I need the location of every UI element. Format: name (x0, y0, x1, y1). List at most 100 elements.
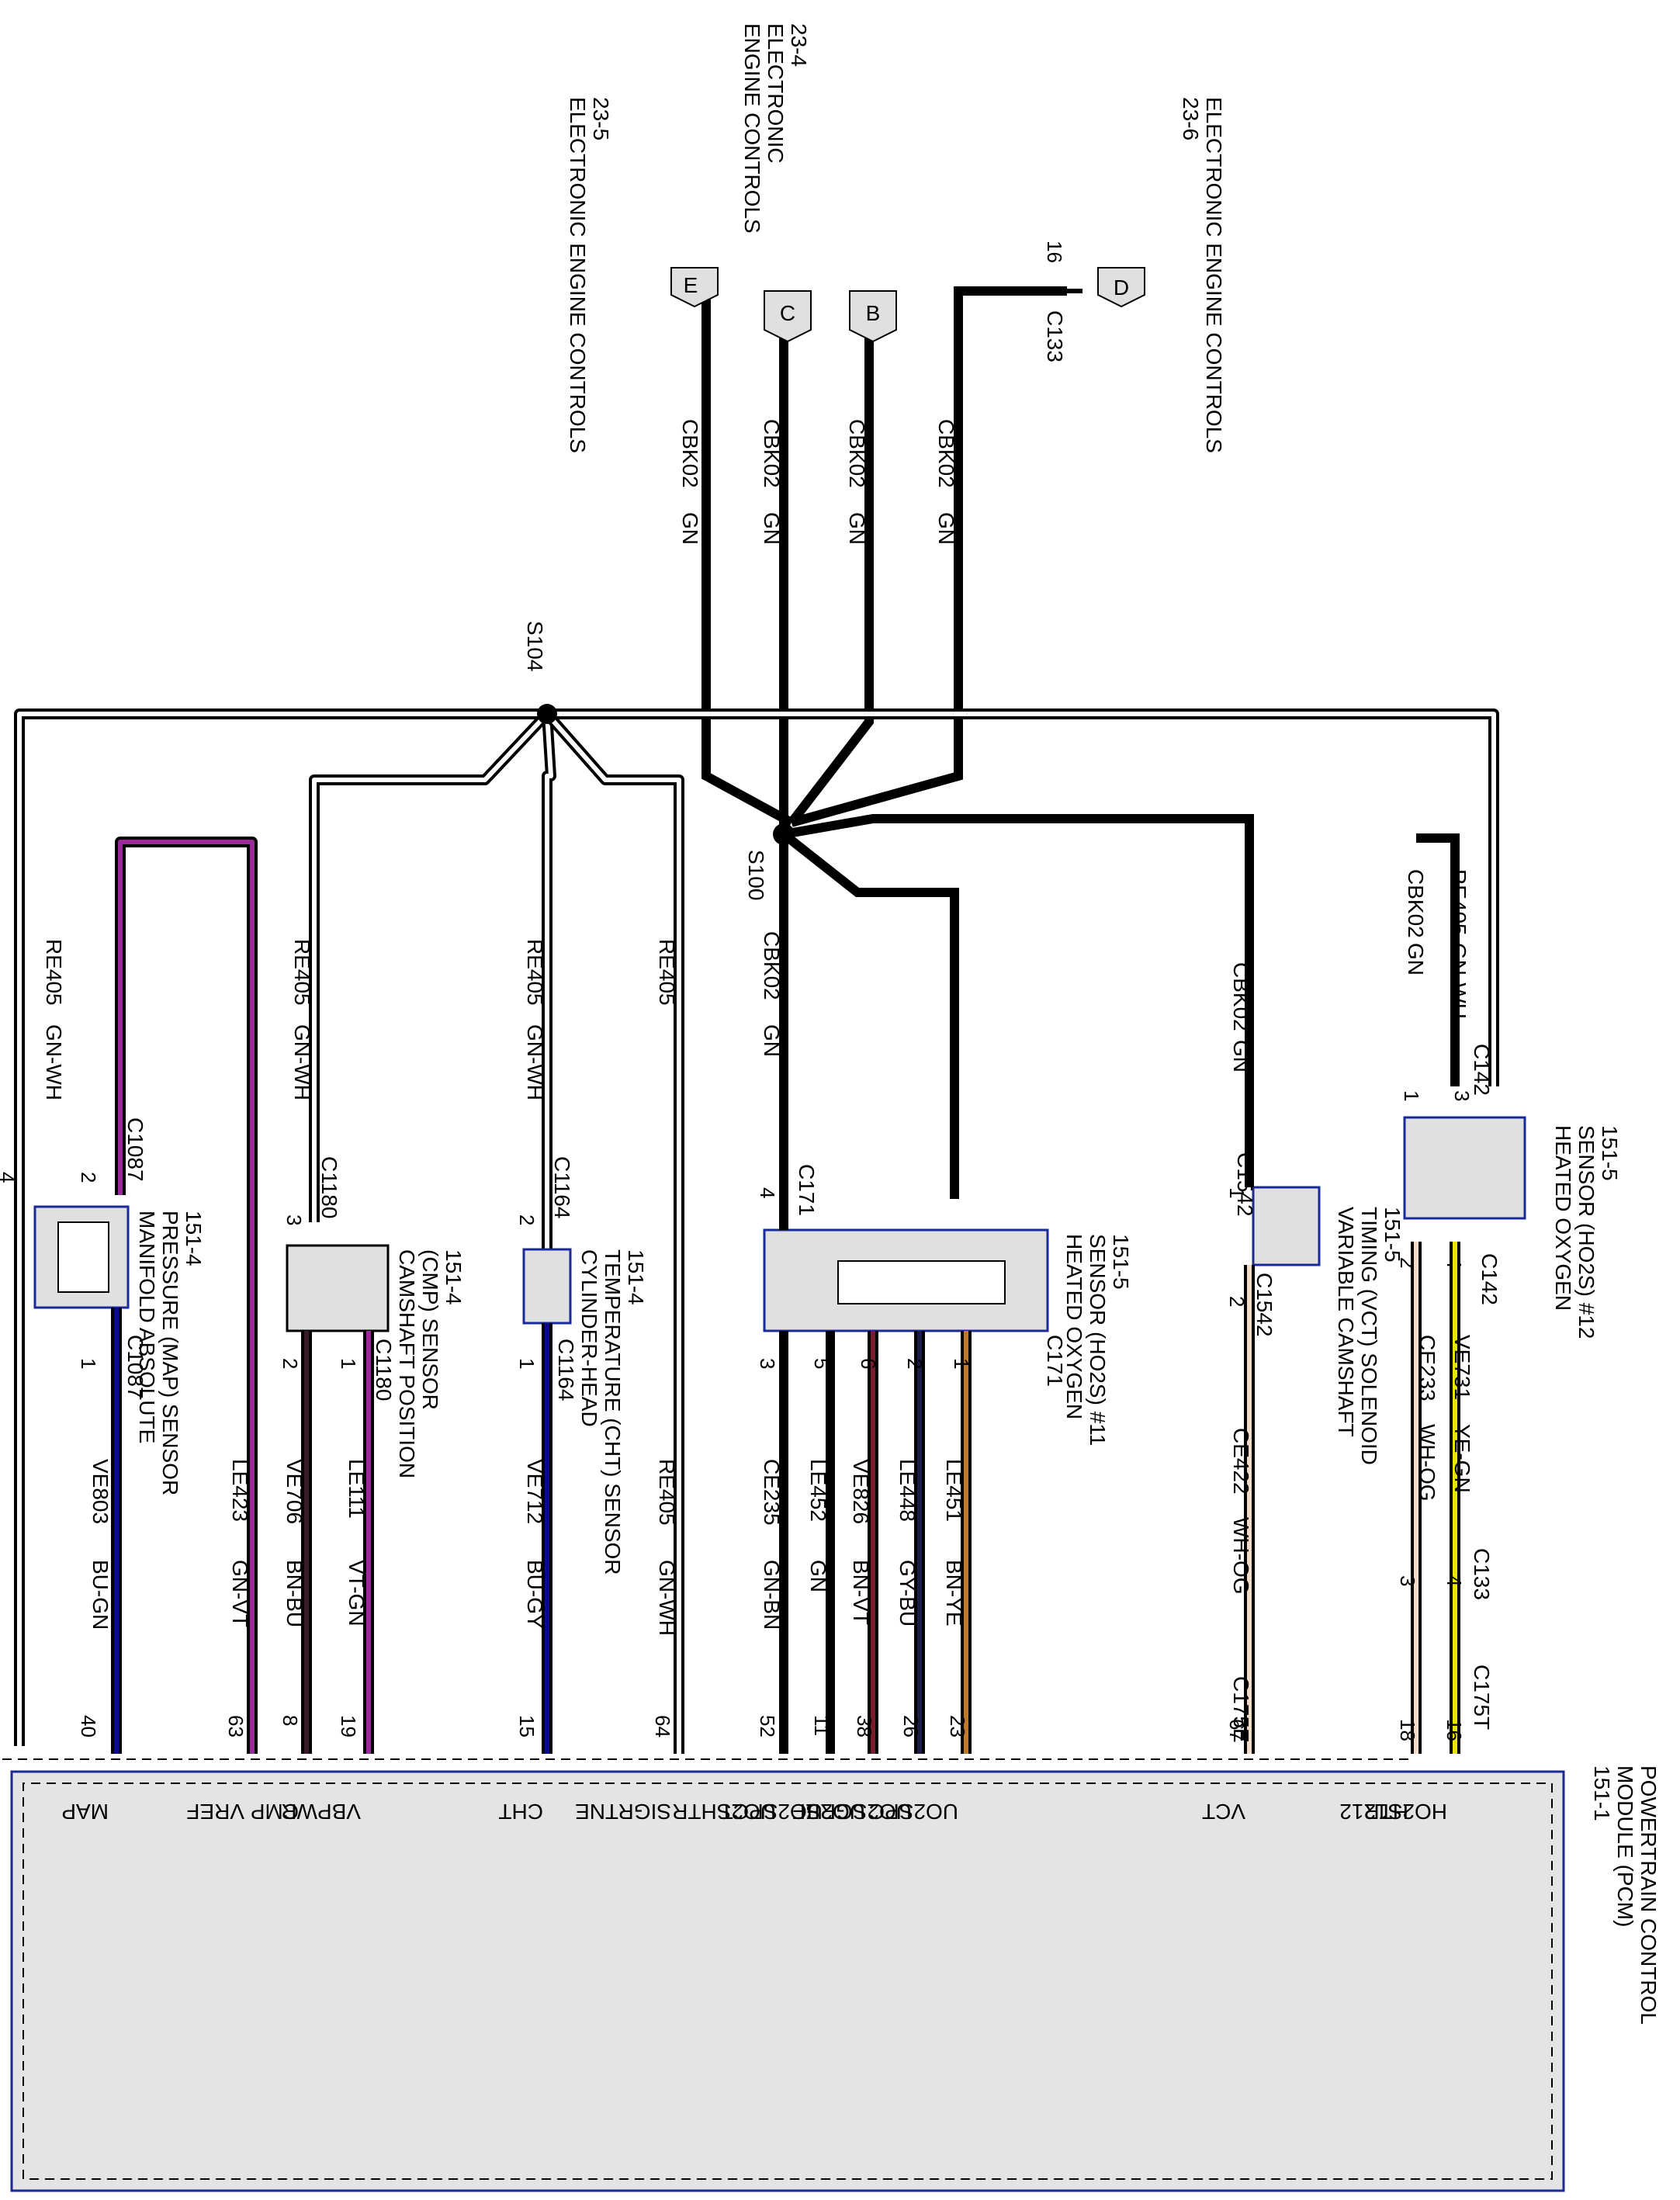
cht-title-1: CYLINDER-HEAD (577, 1249, 601, 1427)
ho2s12-sensor: HEATED OXYGEN SENSOR (HO2S) #12 151-5 (1403, 833, 1622, 1339)
source-connector-e: E (670, 267, 719, 308)
ho2s12-ye-color: YE-GN (1450, 1424, 1474, 1493)
e-source-title: ELECTRONIC ENGINE CONTROLS (566, 97, 590, 453)
cht-pin-2: 2 (515, 1214, 539, 1225)
ho2s12-pin-3: 3 (1450, 1090, 1474, 1101)
connector-e-label: E (684, 273, 698, 297)
ho2s11-pin-2: 2 (903, 1358, 927, 1369)
ho2s11-gnd-color: GN (760, 1024, 784, 1057)
map-out-color: BU-GN (88, 1560, 113, 1630)
wire-d-id: CBK02 (934, 419, 958, 488)
cmp-in-color: GN-WH (290, 1024, 314, 1100)
pcm-pin-23: 23 (946, 1715, 969, 1737)
c133-top-pin: 16 (1043, 241, 1066, 263)
ho2s12-c142-in: C142 (1470, 1044, 1494, 1096)
sigrtne-wire-id: RE405 (655, 1459, 679, 1526)
map-c1087-in: C1087 (123, 1117, 147, 1182)
pcm-pin-19: 19 (337, 1715, 360, 1737)
ho2s11-w4-id: LE448 (895, 1459, 920, 1522)
source-connector-c: C (764, 290, 812, 343)
ho2s11-w2-id: LE452 (806, 1459, 830, 1522)
pcm-pin-15: 15 (515, 1715, 539, 1737)
cmp-pin-2: 2 (279, 1358, 302, 1369)
ground-wires-top (701, 284, 1082, 834)
cmp-in-id: RE405 (290, 939, 314, 1006)
s100-splice-icon (773, 823, 795, 845)
s100-label: S100 (744, 850, 768, 900)
connector-b-label: B (866, 301, 881, 325)
ho2s11-title-2: SENSOR (HO2S) #11 (1086, 1234, 1110, 1446)
pcm-signal-uo2sgref: UO2SGREF (792, 1800, 912, 1824)
cmp-title-1: CAMSHAFT POSITION (395, 1249, 419, 1478)
vct-gnd-id: CBK02 (1229, 962, 1253, 1031)
pcm-pin-18: 18 (1396, 1719, 1419, 1741)
pcm-signal-vct: VCT (1202, 1800, 1245, 1824)
cht-c1164-out: C1164 (554, 1339, 578, 1401)
ho2s11-w1-id: CE235 (760, 1459, 784, 1526)
cmp-c1180-out: C1180 (372, 1339, 396, 1401)
d-source-title: ELECTRONIC ENGINE CONTROLS (1202, 97, 1226, 453)
map-out-id: VE803 (88, 1459, 113, 1524)
connector-c-label: C (780, 301, 795, 325)
pcm-pin-64: 64 (651, 1715, 674, 1737)
pcm-signal-cmp: CMP (251, 1800, 299, 1824)
pcm-pin-38: 38 (853, 1715, 876, 1737)
map-pin-2: 2 (77, 1172, 100, 1183)
pcm-signal-uo2spc: UO2SPC (869, 1800, 958, 1824)
pcm-signal-ho2s12: HO2S12 (1364, 1800, 1447, 1824)
s100-splice (773, 814, 1254, 1199)
ho2s11-pin-6: 6 (857, 1358, 880, 1369)
map-in-color: GN-WH (42, 1024, 66, 1100)
cht-out-color: BU-GY (523, 1560, 547, 1629)
pcm-pin-40: 40 (77, 1715, 100, 1737)
ho2s11-w2-color: GN (806, 1560, 830, 1592)
cht-title-3: 151-4 (624, 1249, 648, 1305)
map-title-1: MANIFOLD ABSOLUTE (135, 1211, 159, 1443)
ho2s12-c142-out: C142 (1477, 1253, 1502, 1305)
pcm-pin-11: 11 (810, 1715, 833, 1736)
e-source-page: 23-5 (589, 97, 613, 140)
pcm-signal-map: MAP (61, 1800, 109, 1824)
map-pin-1: 1 (77, 1358, 100, 1369)
vct-pin-1: 1 (1225, 1187, 1249, 1198)
pcm-module: POWERTRAIN CONTROL MODULE (PCM) 151-1 (0, 1758, 1661, 2192)
c133-top-label: C133 (1043, 310, 1067, 362)
vct-gnd-color: GN (1229, 1040, 1253, 1072)
c133-pin-4: 4 (1443, 1575, 1466, 1586)
cht-pin-1: 1 (515, 1358, 539, 1369)
ho2s11-pin-1: 1 (950, 1358, 973, 1369)
sigrtne-top-id: RE405 (655, 939, 679, 1006)
vct-title-2: TIMING (VCT) SOLENOID (1357, 1207, 1381, 1465)
cmp-pin-1: 1 (337, 1358, 360, 1369)
vref-wire-id: LE423 (228, 1459, 252, 1522)
wire-b-id: CBK02 (845, 419, 869, 488)
wire-e-id: CBK02 (678, 419, 702, 488)
vct-c1542-out: C1542 (1252, 1273, 1276, 1337)
c175e-label: C175E (1229, 1676, 1253, 1743)
c175t-label: C175T (1470, 1665, 1494, 1730)
cht-in-color: GN-WH (523, 1024, 547, 1100)
ho2s12-gnd-id: CBK02 (1404, 869, 1428, 938)
cht-c1164-in: C1164 (550, 1156, 574, 1218)
cmp-vbpwr-id: LE111 (345, 1459, 369, 1519)
ho2s11-w1-color: GN-BN (760, 1560, 784, 1630)
cht-in-id: RE405 (523, 939, 547, 1006)
pcm-signal-uo2spct: UO2SPCT (720, 1800, 823, 1824)
cht-sensor: CYLINDER-HEAD TEMPERATURE (CHT) SENSOR 1… (522, 1248, 648, 1575)
ho2s12-title-3: 151-5 (1598, 1125, 1622, 1181)
vct-wire-color: WH-OG (1229, 1517, 1253, 1595)
map-in-id: RE405 (42, 939, 66, 1006)
cb-source-title-2: ENGINE CONTROLS (740, 23, 764, 234)
vref-wire-color: GN-VT (228, 1560, 252, 1627)
c133-pin-3: 3 (1396, 1575, 1419, 1586)
wire-d-color: GN (934, 512, 958, 545)
cht-out-id: VE712 (523, 1459, 547, 1524)
pcm-title-1: POWERTRAIN CONTROL (1637, 1765, 1661, 2025)
ho2s12-ye-id: VE731 (1450, 1335, 1474, 1400)
wire-b-color: GN (845, 512, 869, 545)
vct-c1542-in: C1542 (1233, 1152, 1257, 1217)
pcm-pin-52: 52 (756, 1715, 779, 1737)
ho2s11-w3-id: VE826 (849, 1459, 873, 1524)
ho2s11-title-1: HEATED OXYGEN (1062, 1234, 1086, 1419)
